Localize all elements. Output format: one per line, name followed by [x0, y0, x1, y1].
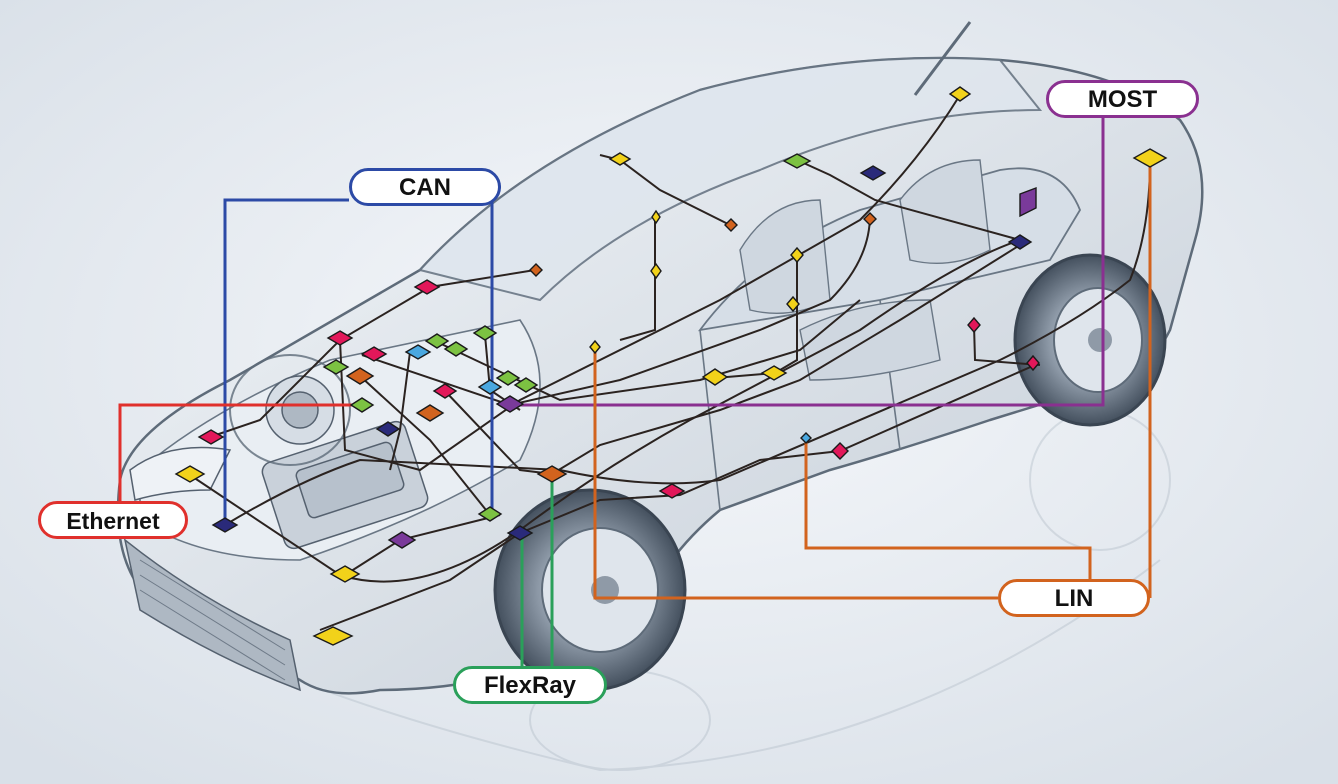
ecu-node-pink — [658, 483, 686, 499]
ecu-node-yellow — [786, 295, 800, 313]
flexray-bus-line — [520, 474, 554, 666]
lin-label: LIN — [998, 579, 1150, 617]
ecu-node-navy — [1007, 234, 1033, 250]
ecu-node-purple — [495, 395, 525, 413]
car-body — [116, 21, 1204, 695]
lin-bus-line — [593, 160, 1152, 600]
ecu-node-pink — [197, 429, 225, 445]
ecu-node-lightblue — [404, 344, 432, 360]
ethernet-bus-line — [118, 403, 362, 501]
ecu-node-green — [477, 506, 503, 522]
ecu-node-pink — [967, 316, 981, 334]
most-label: MOST — [1046, 80, 1199, 118]
ecu-node-yellow — [650, 262, 662, 280]
front-wheel — [493, 488, 687, 692]
ecu-node-navy — [859, 165, 887, 181]
ecu-node-lightblue — [477, 379, 503, 395]
most-bus-line — [510, 118, 1105, 407]
ecu-node-yellow — [760, 365, 788, 381]
ecu-node-pink — [1026, 354, 1040, 372]
ecu-node-purple — [387, 531, 417, 549]
ecu-node-purple — [1019, 186, 1037, 218]
can-label: CAN — [349, 168, 501, 206]
ecu-node-orange — [536, 465, 568, 483]
ecu-node-green — [349, 397, 375, 413]
ecu-node-yellow — [948, 86, 972, 102]
ecu-node-orange — [724, 218, 738, 232]
ecu-node-yellow — [589, 339, 601, 355]
ecu-node-green — [322, 359, 350, 375]
ecu-node-green — [495, 370, 521, 386]
ecu-node-green — [472, 325, 498, 341]
ecu-node-yellow — [312, 626, 354, 646]
ecu-node-orange — [345, 367, 375, 385]
ecu-node-yellow — [790, 246, 804, 264]
ecu-node-orange — [415, 404, 445, 422]
ecu-markers — [174, 86, 1168, 646]
front-left-wheel — [229, 354, 351, 466]
ecu-node-yellow — [174, 465, 206, 483]
ecu-node-pink — [326, 330, 354, 346]
ecu-node-orange — [529, 263, 543, 277]
ecu-node-yellow — [651, 209, 661, 225]
ecu-node-yellow — [701, 368, 729, 386]
ecu-node-pink — [360, 346, 388, 362]
rear-wheel — [1013, 253, 1167, 427]
ecu-node-navy — [506, 525, 534, 541]
ethernet-label: Ethernet — [38, 501, 188, 539]
ecu-node-navy — [375, 421, 401, 437]
ecu-node-pink — [432, 383, 458, 399]
ecu-node-pink — [413, 279, 441, 295]
ecu-node-green — [782, 153, 812, 169]
flexray-label: FlexRay — [453, 666, 607, 704]
ecu-node-green — [424, 333, 450, 349]
ecu-node-yellow — [608, 152, 632, 166]
ecu-node-green — [513, 377, 539, 393]
ecu-node-lightblue — [800, 432, 812, 444]
ecu-node-yellow — [1132, 148, 1168, 168]
ecu-node-pink — [831, 442, 849, 460]
ecu-node-navy — [211, 517, 239, 533]
ecu-node-yellow — [329, 565, 361, 583]
ecu-node-orange — [863, 212, 877, 226]
ecu-node-green — [443, 341, 469, 357]
